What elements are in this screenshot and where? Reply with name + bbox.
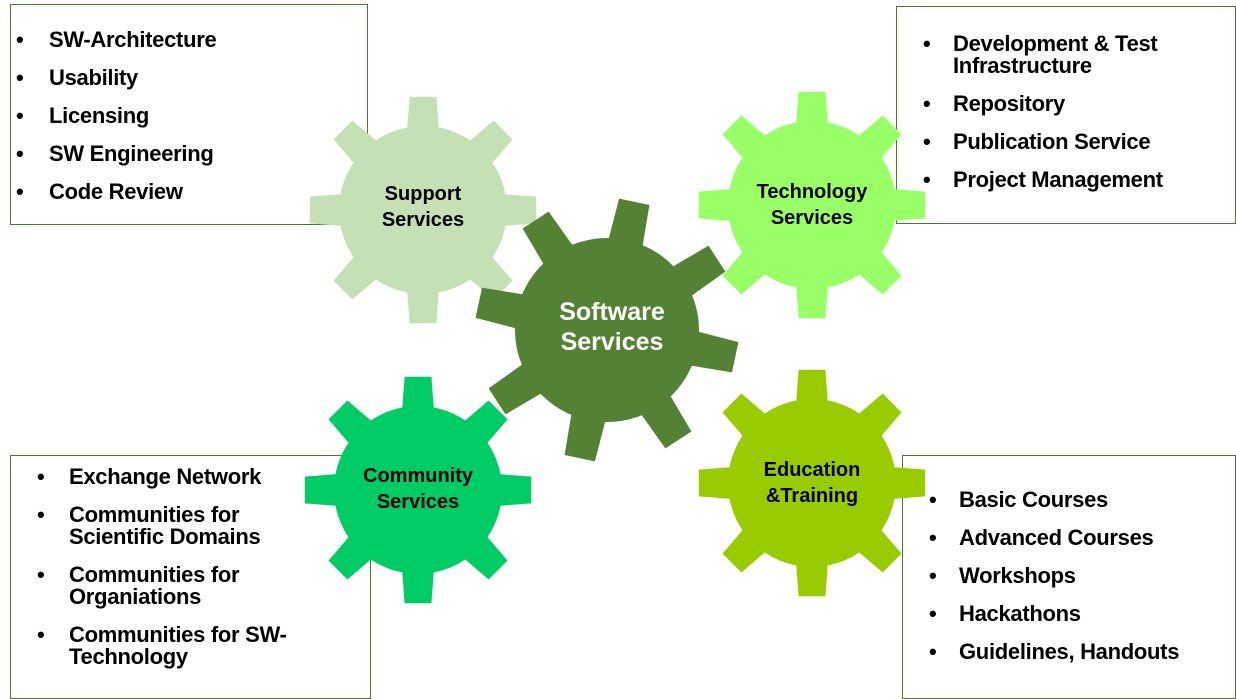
list-item: •Basic Courses: [929, 487, 1108, 512]
software-services-gear: Software Services: [475, 198, 739, 462]
list-item: •Project Management: [923, 167, 1163, 192]
center-gear-label-line1: Software: [559, 298, 665, 326]
education-training-box: •Basic Courses •Advanced Courses •Worksh…: [902, 455, 1236, 699]
education-gear-label-line1: Education: [764, 459, 861, 481]
list-item: •Publication Service: [923, 129, 1151, 154]
center-gear-label-line2: Services: [561, 328, 664, 356]
education-gear-label-line2: &Training: [766, 485, 858, 507]
community-services-gear: Community Services: [304, 376, 532, 604]
list-item: •Exchange Network: [37, 464, 262, 489]
list-item: •Communities for SW-Technology: [37, 622, 287, 669]
support-gear-label-line2: Services: [382, 209, 464, 231]
support-services-list: •SW-Architecture •Usability •Licensing •…: [11, 5, 367, 203]
list-item: •SW-Architecture: [16, 27, 217, 52]
list-item: •Usability: [16, 65, 138, 90]
list-item: •Hackathons: [929, 601, 1081, 626]
list-item: •Licensing: [16, 103, 149, 128]
education-training-list: •Basic Courses •Advanced Courses •Worksh…: [903, 456, 1235, 663]
support-services-gear: Support Services: [309, 96, 537, 324]
technology-gear-label-line1: Technology: [757, 181, 869, 203]
technology-gear-label-line2: Services: [771, 207, 853, 229]
support-services-box: •SW-Architecture •Usability •Licensing •…: [10, 4, 368, 225]
center-gear-icon: [475, 198, 739, 462]
list-item: •Advanced Courses: [929, 525, 1154, 550]
community-gear-icon: [304, 376, 532, 604]
list-item: •Code Review: [16, 179, 183, 204]
technology-gear-icon: [698, 91, 926, 319]
support-gear-icon: [309, 96, 537, 324]
list-item: •Workshops: [929, 563, 1076, 588]
technology-services-gear: Technology Services: [698, 91, 926, 319]
list-item: •Repository: [923, 91, 1065, 116]
education-training-gear: Education &Training: [698, 369, 926, 597]
list-item: •SW Engineering: [16, 141, 214, 166]
list-item: •Guidelines, Handouts: [929, 639, 1180, 664]
community-gear-label-line2: Services: [377, 491, 459, 513]
community-gear-label-line1: Community: [363, 465, 474, 487]
support-gear-label-line1: Support: [385, 183, 462, 205]
education-gear-icon: [698, 369, 926, 597]
